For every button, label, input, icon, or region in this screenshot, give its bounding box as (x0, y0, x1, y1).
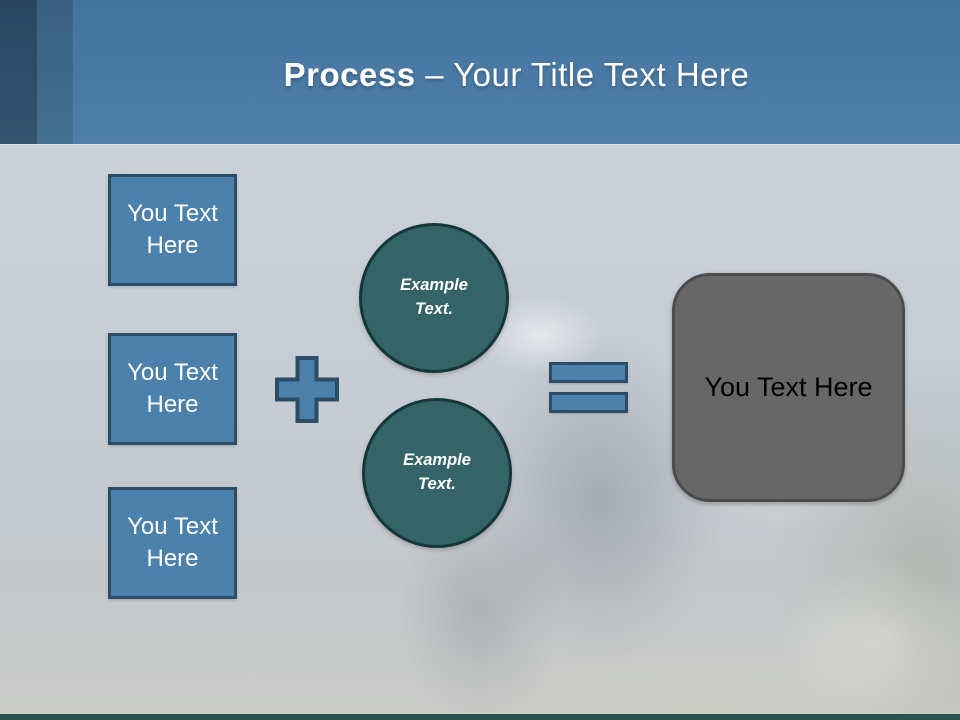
slide-title-subtitle: – Your Title Text Here (415, 56, 750, 93)
text-placeholder-box-3: You Text Here (108, 487, 237, 599)
example-circle-1-label: Example Text. (400, 276, 468, 318)
equals-bottom-bar (549, 392, 628, 413)
text-placeholder-box-2-label: You Text Here (127, 359, 218, 418)
plus-icon (275, 356, 339, 423)
text-placeholder-box-2: You Text Here (108, 333, 237, 445)
example-circle-2-label: Example Text. (403, 451, 471, 493)
header-left-mid-band (37, 0, 73, 144)
text-placeholder-box-1: You Text Here (108, 174, 237, 286)
text-placeholder-box-3-label: You Text Here (127, 513, 218, 572)
header-left-dark-band (0, 0, 37, 144)
text-placeholder-box-1-label: You Text Here (127, 200, 218, 259)
footer-accent-strip (0, 714, 960, 720)
slide-header-banner: Process – Your Title Text Here (0, 0, 960, 144)
example-circle-2: Example Text. (362, 398, 512, 548)
slide-title-keyword: Process (283, 56, 416, 93)
result-placeholder-box: You Text Here (672, 273, 905, 502)
slide-title: Process – Your Title Text Here (73, 0, 960, 144)
equals-top-bar (549, 362, 628, 383)
example-circle-1: Example Text. (359, 223, 509, 373)
result-placeholder-label: You Text Here (704, 372, 873, 402)
equals-icon (549, 362, 628, 413)
